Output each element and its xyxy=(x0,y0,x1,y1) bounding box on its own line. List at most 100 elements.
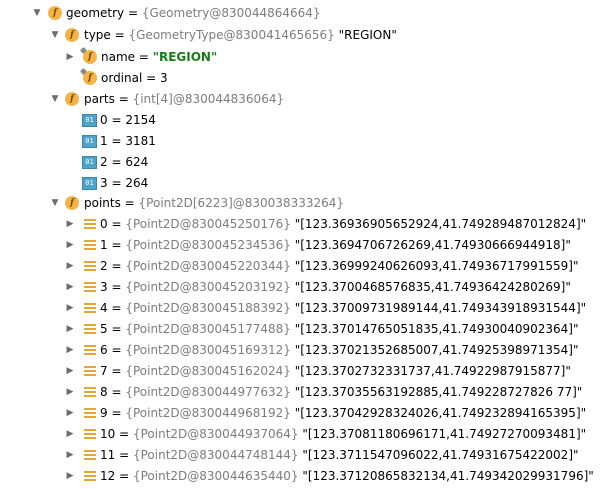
object-icon xyxy=(84,282,96,293)
caret-right-icon[interactable]: ▶ xyxy=(66,450,74,460)
item-type: {Point2D@830045162024} xyxy=(125,364,291,378)
item-type: {Point2D@830044977632} xyxy=(125,385,291,399)
item-type: {Point2D@830045188392} xyxy=(125,301,291,315)
item-index: 10 xyxy=(100,427,116,441)
field-icon: f xyxy=(83,50,97,64)
caret-right-icon[interactable]: ▶ xyxy=(66,240,74,250)
field-icon: f xyxy=(83,71,97,85)
caret-right-icon[interactable]: ▶ xyxy=(66,471,74,481)
caret-down-icon[interactable]: ▼ xyxy=(51,94,59,104)
row-text: 10 = {Point2D@830044937064} "[123.370811… xyxy=(100,427,587,441)
row-text: 0 = 2154 xyxy=(100,113,156,127)
row-text: 6 = {Point2D@830045169312} "[123.3702135… xyxy=(100,343,579,357)
object-icon xyxy=(84,429,96,440)
item-value: 3181 xyxy=(125,134,156,148)
item-index: 12 xyxy=(100,469,116,483)
primitive-icon: 01 xyxy=(82,135,97,148)
item-value: "[123.37021352685007,41.74925398971354]" xyxy=(294,343,579,357)
object-icon xyxy=(84,450,96,461)
caret-right-icon[interactable]: ▶ xyxy=(66,52,74,62)
field-value: 3 xyxy=(160,71,168,85)
item-value: "[123.3702732331737,41.74922987915877]" xyxy=(294,364,571,378)
item-index: 1 xyxy=(100,238,108,252)
object-icon xyxy=(84,219,96,230)
item-index: 0 xyxy=(100,217,108,231)
field-name: geometry xyxy=(66,6,125,20)
object-icon xyxy=(84,324,96,335)
item-index: 4 xyxy=(100,301,108,315)
caret-right-icon[interactable]: ▶ xyxy=(66,366,74,376)
field-type: {GeometryType@830041465656} xyxy=(128,28,335,42)
field-name: name xyxy=(101,50,136,64)
item-value: 624 xyxy=(125,155,149,169)
caret-right-icon[interactable]: ▶ xyxy=(66,303,74,313)
field-name: points xyxy=(84,196,121,210)
row-text: 1 = 3181 xyxy=(100,134,156,148)
caret-down-icon[interactable]: ▼ xyxy=(51,198,59,208)
caret-down-icon[interactable]: ▼ xyxy=(51,30,59,40)
row-text: parts = {int[4]@830044836064} xyxy=(84,92,285,106)
item-type: {Point2D@830045169312} xyxy=(125,343,291,357)
field-icon: f xyxy=(65,92,79,106)
object-icon xyxy=(84,387,96,398)
row-text: 11 = {Point2D@830044748144} "[123.371154… xyxy=(100,448,579,462)
item-value: "[123.3694706726269,41.74930666944918]" xyxy=(294,238,571,252)
item-type: {Point2D@830044748144} xyxy=(132,448,299,462)
row-text: 2 = {Point2D@830045220344} "[123.3699924… xyxy=(100,259,579,273)
item-index: 6 xyxy=(100,343,108,357)
caret-right-icon[interactable]: ▶ xyxy=(66,345,74,355)
item-type: {Point2D@830045177488} xyxy=(125,322,291,336)
item-index: 8 xyxy=(100,385,108,399)
item-index: 3 xyxy=(100,176,108,190)
caret-down-icon[interactable]: ▼ xyxy=(33,8,41,18)
object-icon xyxy=(84,303,96,314)
row-text: 12 = {Point2D@830044635440} "[123.371208… xyxy=(100,469,594,483)
item-value: "[123.37081180696171,41.74927270093481]" xyxy=(302,427,587,441)
caret-right-icon[interactable]: ▶ xyxy=(66,387,74,397)
object-icon xyxy=(84,408,96,419)
item-index: 3 xyxy=(100,280,108,294)
caret-right-icon[interactable]: ▶ xyxy=(66,261,74,271)
row-text: points = {Point2D[6223]@830038333264} xyxy=(84,196,345,210)
field-name: ordinal xyxy=(101,71,143,85)
object-icon xyxy=(84,366,96,377)
primitive-icon: 01 xyxy=(82,156,97,169)
caret-right-icon[interactable]: ▶ xyxy=(66,324,74,334)
item-index: 11 xyxy=(100,448,116,462)
caret-right-icon[interactable]: ▶ xyxy=(66,282,74,292)
row-text: type = {GeometryType@830041465656} "REGI… xyxy=(84,28,397,42)
caret-right-icon[interactable]: ▶ xyxy=(66,429,74,439)
caret-right-icon[interactable]: ▶ xyxy=(66,408,74,418)
object-icon xyxy=(84,471,96,482)
item-value: 264 xyxy=(125,176,149,190)
item-index: 2 xyxy=(100,259,108,273)
caret-right-icon[interactable]: ▶ xyxy=(66,219,74,229)
field-icon: f xyxy=(65,28,79,42)
field-icon: f xyxy=(48,6,62,20)
item-value: "[123.37120865832134,41.749342029931796]… xyxy=(302,469,594,483)
item-value: "[123.37014765051835,41.74930040902364]" xyxy=(294,322,579,336)
item-index: 9 xyxy=(100,406,108,420)
row-text: 0 = {Point2D@830045250176} "[123.3693690… xyxy=(100,217,587,231)
field-value: "REGION" xyxy=(152,50,218,64)
item-value: "[123.36999240626093,41.74936717991559]" xyxy=(294,259,579,273)
field-type: {Point2D[6223]@830038333264} xyxy=(138,196,345,210)
item-index: 2 xyxy=(100,155,108,169)
item-type: {Point2D@830045234536} xyxy=(125,238,291,252)
row-text: 3 = 264 xyxy=(100,176,149,190)
item-index: 5 xyxy=(100,322,108,336)
row-text: 5 = {Point2D@830045177488} "[123.3701476… xyxy=(100,322,579,336)
row-text: 4 = {Point2D@830045188392} "[123.3700973… xyxy=(100,301,587,315)
item-value: "[123.37035563192885,41.749228727826 77]… xyxy=(294,385,583,399)
item-index: 0 xyxy=(100,113,108,127)
row-text: 9 = {Point2D@830044968192} "[123.3704292… xyxy=(100,406,587,420)
row-text: geometry = {Geometry@830044864664} xyxy=(66,6,321,20)
row-text: 1 = {Point2D@830045234536} "[123.3694706… xyxy=(100,238,571,252)
item-type: {Point2D@830045250176} xyxy=(125,217,291,231)
item-type: {Point2D@830044635440} xyxy=(132,469,299,483)
item-index: 7 xyxy=(100,364,108,378)
item-value: "[123.3711547096022,41.74931675422002]" xyxy=(302,448,579,462)
row-text: 7 = {Point2D@830045162024} "[123.3702732… xyxy=(100,364,571,378)
item-type: {Point2D@830044937064} xyxy=(132,427,299,441)
